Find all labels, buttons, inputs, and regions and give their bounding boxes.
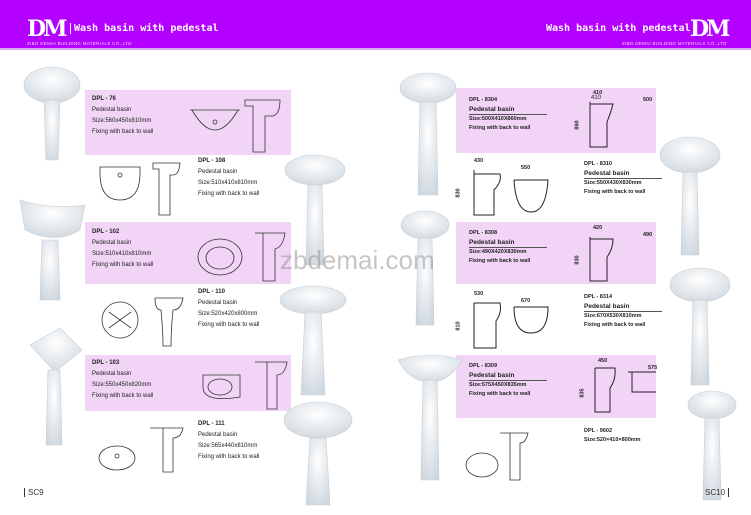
product-code: DPL - 108 bbox=[198, 158, 226, 164]
drawing-dpl-108 bbox=[99, 162, 181, 216]
product-type: Pedestal basin bbox=[92, 371, 132, 377]
photo-dpl-108 bbox=[284, 154, 346, 266]
page-title-left: Wash basin with pedestal bbox=[70, 23, 219, 34]
photo-dpl-110 bbox=[279, 285, 347, 396]
drawing-dpl-103 bbox=[202, 361, 288, 410]
product-size: Size:550x450x820mm bbox=[92, 382, 152, 388]
band-dpl-8308 bbox=[456, 222, 656, 284]
product-fixing: Fixing with back to wall bbox=[92, 262, 154, 268]
photo-dpl-8310 bbox=[659, 136, 721, 256]
product-type: Pedestal basin bbox=[198, 300, 238, 306]
dimension-label: 550 bbox=[521, 165, 531, 171]
drawing-dpl-110 bbox=[101, 297, 184, 347]
product-type: Pedestal basin bbox=[198, 432, 238, 438]
drawing-dpl-76 bbox=[190, 99, 281, 153]
dimension-label: 860 bbox=[574, 120, 581, 130]
dimension-label: 575 bbox=[648, 365, 658, 371]
brand-logo: DM bbox=[27, 16, 67, 42]
dimension-label: 810 bbox=[455, 321, 462, 331]
photo-dpl-103 bbox=[29, 327, 83, 446]
product-type: Pedestal basin bbox=[92, 107, 132, 113]
watermark: zbdemai.com bbox=[280, 245, 435, 275]
dimension-label: 430 bbox=[474, 158, 484, 164]
dimension-label: 830 bbox=[455, 188, 462, 198]
product-code: DPL - 76 bbox=[92, 96, 116, 102]
photo-dpl-8314 bbox=[669, 267, 731, 386]
band-dpl-103 bbox=[85, 355, 291, 411]
product-fixing: Fixing with back to wall bbox=[198, 191, 260, 197]
dimension-label: 490 bbox=[643, 232, 653, 238]
drawing-dpl-9602 bbox=[465, 432, 529, 481]
product-size: Size:560x450x810mm bbox=[92, 118, 152, 124]
product-type: Pedestal basin bbox=[198, 169, 238, 175]
dimension-label: 450 bbox=[598, 358, 608, 364]
svg-text:410: 410 bbox=[591, 95, 602, 101]
band-dpl-8309 bbox=[456, 355, 656, 418]
dimension-label: 420 bbox=[593, 225, 603, 231]
brand-logo-right: DM bbox=[690, 16, 730, 42]
drawing-dpl-111 bbox=[98, 427, 184, 473]
photo-dpl-8304 bbox=[399, 72, 457, 196]
product-size: Size:510x410x810mm bbox=[198, 180, 258, 186]
product-fixing: Fixing with back to wall bbox=[92, 393, 154, 399]
band-dpl-102 bbox=[85, 222, 291, 284]
photo-dpl-102 bbox=[19, 199, 86, 301]
product-code: DPL - 102 bbox=[92, 229, 120, 235]
photo-dpl-9602 bbox=[687, 390, 737, 501]
photo-dpl-76 bbox=[23, 66, 81, 161]
drawing-dpl-102 bbox=[197, 232, 286, 282]
header-banner: DM Wash basin with pedestal ZIBO DEMAI B… bbox=[0, 0, 751, 50]
dimension-label: 670 bbox=[521, 298, 531, 304]
drawing-dpl-8314 bbox=[473, 302, 549, 349]
product-type: Pedestal basin bbox=[92, 240, 132, 246]
photo-dpl-111 bbox=[283, 401, 353, 506]
drawing-dpl-8310 bbox=[473, 170, 549, 216]
product-fixing: Fixing with back to wall bbox=[198, 322, 260, 328]
band-dpl-76 bbox=[85, 90, 291, 155]
product-code: DPL - 103 bbox=[92, 360, 120, 366]
dimension-label: 830 bbox=[574, 255, 581, 265]
photo-dpl-8309 bbox=[397, 354, 463, 481]
page-number-left: SC9 bbox=[24, 488, 44, 497]
product-size: Size:520x420x800mm bbox=[198, 311, 258, 317]
product-code: DPL - 110 bbox=[198, 289, 225, 295]
dimension-label: 410 bbox=[593, 90, 603, 96]
product-code: DPL - 111 bbox=[198, 421, 225, 427]
band-dpl-8304 bbox=[456, 88, 656, 153]
dimension-label: 500 bbox=[643, 97, 653, 103]
page-number-right: SC10 bbox=[705, 488, 730, 497]
product-fixing: Fixing with back to wall bbox=[198, 454, 260, 460]
dimension-label: 530 bbox=[474, 291, 484, 297]
product-size: Size:510x410x810mm bbox=[92, 251, 152, 257]
company-name-right: ZIBO DEMAI BUILDING MATERIALS CO.,LTD bbox=[622, 41, 727, 46]
product-fixing: Fixing with back to wall bbox=[92, 129, 154, 135]
photo-dpl-8308 bbox=[400, 210, 450, 326]
product-size: Size:565x440x810mm bbox=[198, 443, 258, 449]
page-title-right: Wash basin with pedestal bbox=[546, 23, 695, 34]
drawing-dpl-8308 bbox=[589, 237, 614, 282]
company-name-left: ZIBO DEMAI BUILDING MATERIALS CO.,LTD bbox=[27, 41, 132, 46]
drawing-dpl-8304: 410 bbox=[589, 95, 614, 148]
dimension-label: 835 bbox=[579, 388, 586, 398]
drawing-dpl-8309 bbox=[594, 367, 656, 413]
